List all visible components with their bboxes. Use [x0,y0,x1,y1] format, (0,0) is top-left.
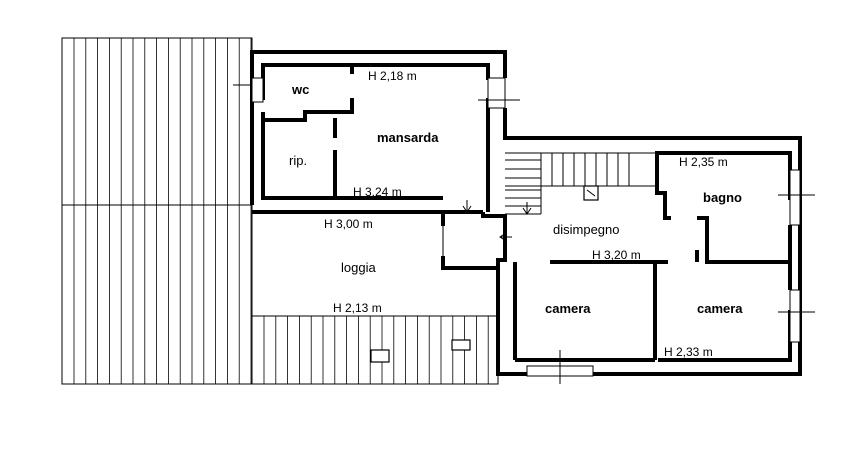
room-bagno: bagno [703,190,742,205]
room-mansarda: mansarda [377,130,439,145]
chimney-flue-mark [586,189,596,197]
height-disimpegno: H 3,20 m [592,248,641,262]
east-window [487,77,506,109]
camera-window [789,289,801,343]
bagno-south-wall [697,216,790,264]
outer-wall-west-right [481,212,513,376]
loggia-block [252,212,498,317]
staircase [505,152,655,215]
wc-partition [263,98,354,122]
height-mansarda-bottom: H 3,24 m [353,185,402,199]
upper-left-block [233,50,802,214]
door-arrow-2-head [522,207,532,215]
height-bagno: H 2,35 m [679,155,728,169]
left-roof-hatching [73,38,252,384]
inner-wall-west-mansarda [261,112,443,200]
height-mansarda-top: H 2,18 m [368,69,417,83]
room-rip: rip. [289,153,307,168]
room-wc: wc [291,82,309,97]
skylight-2 [451,339,471,351]
bagno-window [789,169,801,226]
outer-wall-north [250,50,507,205]
bagno-walls [655,151,792,220]
room-disimpegno: disimpegno [553,222,620,237]
outer-wall-north-east [503,108,802,170]
height-camera-right: H 2,33 m [664,345,713,359]
loggia-jamb-2 [441,256,498,270]
bottom-roof [251,315,499,385]
height-loggia-bottom: H 2,13 m [333,301,382,315]
door-arrow-1-head [462,205,472,213]
room-camera-left: camera [545,301,591,316]
room-loggia: loggia [341,260,376,275]
west-window [251,77,264,103]
door-arrow-3-head [499,232,507,242]
skylight-1 [370,349,390,363]
outer-wall-east-south [593,170,802,376]
left-roof [61,37,253,385]
right-block [481,151,815,384]
height-loggia-top: H 3,00 m [324,217,373,231]
room-camera-right: camera [697,301,743,316]
